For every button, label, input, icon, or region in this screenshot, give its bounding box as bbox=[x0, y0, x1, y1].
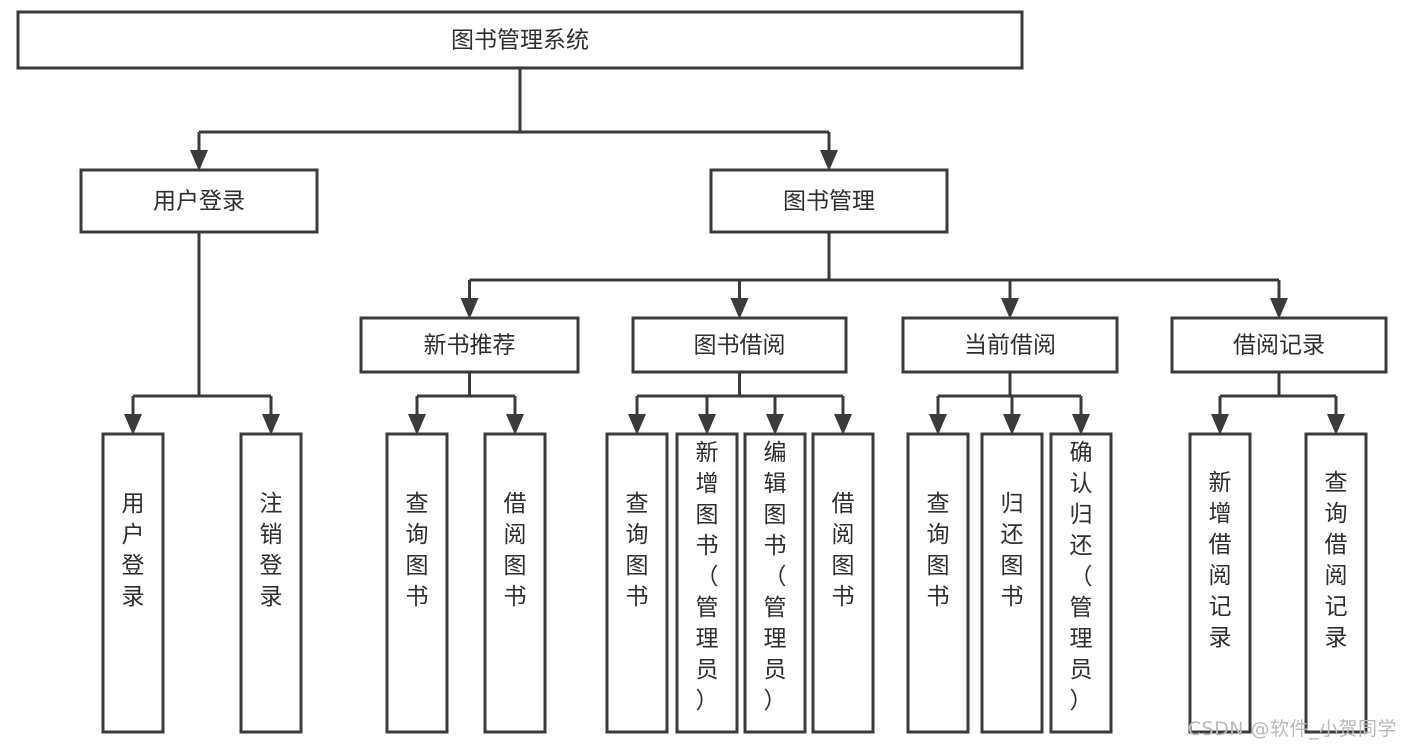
node-box bbox=[1188, 432, 1252, 734]
arrowhead-icon bbox=[460, 298, 479, 319]
arrowhead-icon bbox=[628, 414, 646, 435]
node-box bbox=[385, 432, 449, 734]
arrowhead-icon bbox=[698, 414, 716, 435]
node-root[interactable]: 图书管理系统 bbox=[16, 10, 1024, 70]
node-box bbox=[811, 432, 875, 734]
node-label: 确认归还（管理员） bbox=[1070, 440, 1093, 714]
node-label: 查询图书 bbox=[927, 491, 950, 610]
node-current-borrow[interactable]: 当前借阅 bbox=[901, 316, 1119, 374]
arrowhead-icon bbox=[1003, 414, 1021, 435]
connector-new-book-recommend bbox=[408, 372, 524, 435]
node-leaf-edit-book[interactable]: 编辑图书（管理员） bbox=[743, 432, 807, 734]
node-label: 用户登录 bbox=[153, 189, 245, 215]
node-label: 借阅图书 bbox=[832, 491, 855, 610]
arrowhead-icon bbox=[1327, 414, 1345, 435]
node-box bbox=[906, 432, 970, 734]
arrowhead-icon bbox=[730, 298, 749, 319]
connector-layer bbox=[124, 68, 1345, 435]
node-borrow-record[interactable]: 借阅记录 bbox=[1170, 316, 1388, 374]
node-label: 注销登录 bbox=[260, 491, 283, 610]
connector-current-borrow bbox=[929, 372, 1090, 435]
node-box bbox=[1304, 432, 1368, 734]
node-label: 查询借阅记录 bbox=[1325, 470, 1348, 651]
node-box bbox=[980, 432, 1044, 734]
node-box bbox=[631, 316, 848, 374]
node-book-manage[interactable]: 图书管理 bbox=[709, 168, 949, 234]
node-layer: 图书管理系统用户登录图书管理新书推荐图书借阅当前借阅借阅记录用户登录注销登录查询… bbox=[16, 10, 1388, 734]
node-label: 图书借阅 bbox=[694, 333, 786, 359]
node-box bbox=[901, 316, 1119, 374]
node-box bbox=[483, 432, 547, 734]
arrowhead-icon bbox=[124, 414, 142, 435]
node-leaf-add-record[interactable]: 新增借阅记录 bbox=[1188, 432, 1252, 734]
connector-borrow-record bbox=[1211, 372, 1345, 435]
arrowhead-icon bbox=[820, 150, 838, 171]
node-box bbox=[1170, 316, 1388, 374]
node-leaf-borrow-book-1[interactable]: 借阅图书 bbox=[483, 432, 547, 734]
node-user-login[interactable]: 用户登录 bbox=[79, 168, 319, 234]
node-new-book-recommend[interactable]: 新书推荐 bbox=[359, 316, 580, 374]
node-label: 用户登录 bbox=[122, 491, 145, 610]
node-leaf-add-book[interactable]: 新增图书（管理员） bbox=[675, 432, 739, 734]
arrowhead-icon bbox=[1270, 298, 1288, 319]
node-box bbox=[605, 432, 669, 734]
connector-root bbox=[190, 68, 838, 171]
arrowhead-icon bbox=[1072, 414, 1090, 435]
connector-user-login bbox=[124, 232, 280, 435]
node-leaf-return-book[interactable]: 归还图书 bbox=[980, 432, 1044, 734]
arrowhead-icon bbox=[766, 414, 784, 435]
node-leaf-query-book-1[interactable]: 查询图书 bbox=[385, 432, 449, 734]
node-label: 新增图书（管理员） bbox=[696, 440, 719, 714]
node-leaf-query-book-3[interactable]: 查询图书 bbox=[906, 432, 970, 734]
node-label: 新书推荐 bbox=[424, 333, 516, 359]
node-label: 借阅记录 bbox=[1233, 333, 1325, 359]
node-label: 编辑图书（管理员） bbox=[764, 440, 787, 714]
node-box bbox=[16, 10, 1024, 70]
node-leaf-confirm-return[interactable]: 确认归还（管理员） bbox=[1049, 432, 1113, 734]
node-box bbox=[709, 168, 949, 234]
node-box bbox=[743, 432, 807, 734]
arrowhead-icon bbox=[1211, 414, 1229, 435]
node-label: 图书管理 bbox=[783, 189, 875, 215]
arrowhead-icon bbox=[190, 150, 208, 171]
arrowhead-icon bbox=[262, 414, 280, 435]
node-book-borrow[interactable]: 图书借阅 bbox=[631, 316, 848, 374]
node-box bbox=[1049, 432, 1113, 734]
node-label: 查询图书 bbox=[406, 491, 429, 610]
node-label: 归还图书 bbox=[1001, 491, 1024, 610]
connector-book-manage bbox=[460, 232, 1288, 319]
node-box bbox=[359, 316, 580, 374]
arrowhead-icon bbox=[506, 414, 524, 435]
connector-book-borrow bbox=[628, 372, 852, 435]
watermark-text: CSDN @软件_小贺同学 bbox=[1187, 718, 1397, 740]
node-box bbox=[239, 432, 303, 734]
node-label: 当前借阅 bbox=[964, 333, 1056, 359]
node-box bbox=[101, 432, 165, 734]
node-label: 查询图书 bbox=[626, 491, 649, 610]
node-box bbox=[675, 432, 739, 734]
node-leaf-query-record[interactable]: 查询借阅记录 bbox=[1304, 432, 1368, 734]
node-leaf-query-book-2[interactable]: 查询图书 bbox=[605, 432, 669, 734]
node-leaf-user-login[interactable]: 用户登录 bbox=[101, 432, 165, 734]
node-label: 图书管理系统 bbox=[451, 28, 589, 54]
arrowhead-icon bbox=[1001, 298, 1019, 319]
arrowhead-icon bbox=[408, 414, 426, 435]
node-box bbox=[79, 168, 319, 234]
node-leaf-logout-login[interactable]: 注销登录 bbox=[239, 432, 303, 734]
arrowhead-icon bbox=[929, 414, 947, 435]
node-label: 新增借阅记录 bbox=[1209, 470, 1232, 651]
node-label: 借阅图书 bbox=[504, 491, 527, 610]
node-leaf-borrow-book-2[interactable]: 借阅图书 bbox=[811, 432, 875, 734]
arrowhead-icon bbox=[834, 414, 852, 435]
